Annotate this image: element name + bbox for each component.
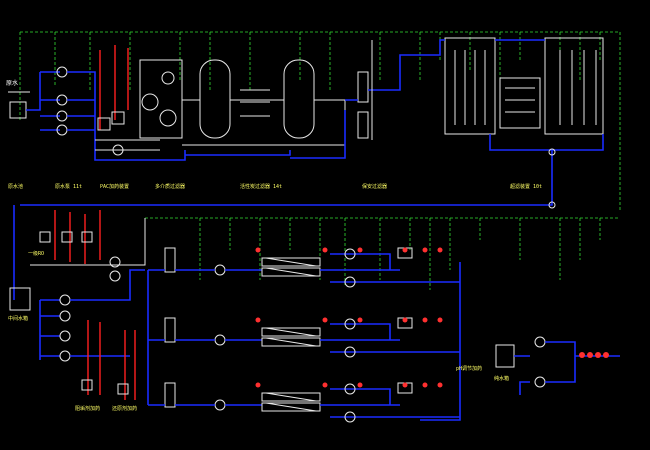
label-raw-tank: 原水池	[8, 183, 23, 190]
lower-feed	[9, 205, 146, 311]
product-water	[495, 336, 620, 395]
label-antiscalant: 阻垢剂加药	[75, 405, 100, 412]
ro-racks	[20, 37, 604, 209]
label-pure-tank: 纯水箱	[494, 375, 509, 382]
label-pac: PAC加药装置	[100, 183, 129, 190]
label-media: 多介质过滤器	[155, 183, 185, 190]
label-carbon: 活性炭过滤器 14t	[240, 183, 282, 190]
security-filter	[345, 40, 420, 140]
label-ph: pH调节加药	[456, 365, 482, 372]
pac-dosing	[95, 45, 160, 156]
lower-pumps	[39, 269, 145, 400]
ro-train-2	[148, 317, 460, 358]
label-reductant: 还原剂加药	[112, 405, 137, 412]
ro-trains	[147, 247, 461, 423]
label-raw-pump: 原水泵 11t	[55, 183, 82, 190]
raw-water-tank: 原水	[6, 79, 30, 119]
upper-labels: 原水池 原水泵 11t PAC加药装置 多介质过滤器 活性炭过滤器 14t 保安…	[8, 183, 542, 190]
label-ro1: 一级RO	[28, 250, 44, 257]
raw-water-pumps	[26, 66, 130, 161]
lower-labels: 阻垢剂加药 还原剂加药 pH调节加药 纯水箱 一级RO 中间水箱	[8, 250, 509, 412]
label-mid-tank: 中间水箱	[8, 315, 28, 322]
inlet-label: 原水	[6, 79, 18, 87]
signal-lines	[19, 31, 621, 290]
media-filters	[130, 59, 346, 161]
ro-train-3	[148, 382, 460, 423]
label-security: 保安过滤器	[362, 183, 387, 190]
ro-train-1	[148, 247, 460, 288]
label-uf: 超滤装置 10t	[510, 183, 542, 190]
